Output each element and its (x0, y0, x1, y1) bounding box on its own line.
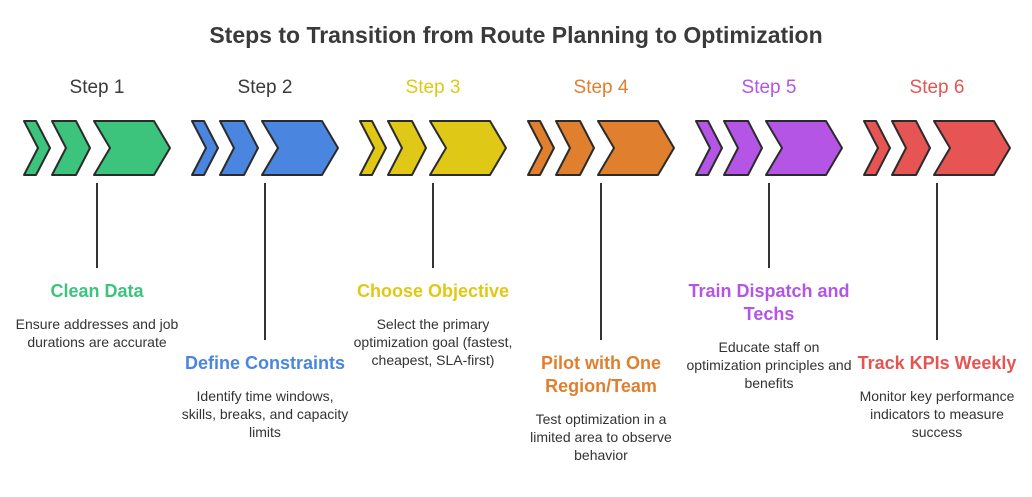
step-label: Step 3 (405, 77, 461, 98)
step-label: Step 2 (237, 77, 293, 98)
chevron-large (261, 120, 339, 176)
chevron-medium (51, 120, 91, 176)
step-heading: Track KPIs Weekly (857, 353, 1017, 373)
chevron-large (765, 120, 843, 176)
chevron-arrows (23, 120, 171, 176)
step-description: Educate staff on optimization principles… (686, 339, 852, 391)
connector-line (432, 183, 434, 268)
step-heading: Clean Data (50, 281, 144, 301)
step-description: Select the primary optimization goal (fa… (353, 316, 513, 368)
chevron-small (359, 120, 387, 176)
connector-line (264, 183, 266, 340)
diagram-title: Steps to Transition from Route Planning … (209, 22, 823, 48)
chevron-small (863, 120, 891, 176)
step-description: Identify time windows, skills, breaks, a… (181, 388, 349, 440)
chevron-small (527, 120, 555, 176)
chevron-arrows (863, 120, 1011, 176)
connector-line (768, 183, 770, 268)
chevron-medium (723, 120, 763, 176)
step-label: Step 1 (69, 77, 125, 98)
connector-line (600, 183, 602, 340)
connector-line (936, 183, 938, 340)
connector-line (96, 183, 98, 268)
chevron-large (597, 120, 675, 176)
chevron-medium (891, 120, 931, 176)
chevron-medium (387, 120, 427, 176)
step-description: Ensure addresses and job durations are a… (15, 316, 179, 350)
step-heading: Choose Objective (356, 281, 510, 301)
step-label: Step 6 (909, 77, 965, 98)
chevron-medium (555, 120, 595, 176)
chevron-arrows (191, 120, 339, 176)
step-label: Step 4 (573, 77, 629, 98)
chevron-large (93, 120, 171, 176)
chevron-large (429, 120, 507, 176)
step-description: Monitor key performance indicators to me… (859, 388, 1015, 440)
step-heading: Pilot with One Region/Team (541, 353, 661, 396)
chevron-large (933, 120, 1011, 176)
chevron-small (191, 120, 219, 176)
chevron-small (695, 120, 723, 176)
chevron-arrows (527, 120, 675, 176)
chevron-medium (219, 120, 259, 176)
step-label: Step 5 (741, 77, 797, 98)
step-heading: Define Constraints (184, 353, 346, 373)
chevron-arrows (359, 120, 507, 176)
chevron-arrows (695, 120, 843, 176)
step-heading: Train Dispatch and Techs (688, 281, 850, 324)
chevron-small (23, 120, 51, 176)
step-description: Test optimization in a limited area to o… (530, 411, 672, 463)
